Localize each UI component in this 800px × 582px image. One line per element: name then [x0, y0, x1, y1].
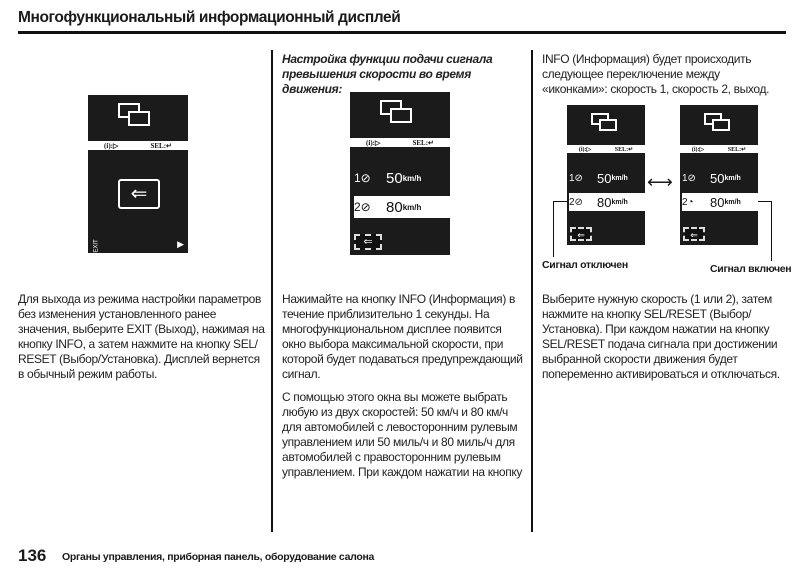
page-title: Многофункциональный информационный диспл… [18, 9, 401, 26]
screen-icon [712, 119, 730, 131]
info-hint: (i):▷ [366, 138, 381, 147]
caption-signal-off: Сигнал отключен [542, 259, 628, 271]
sel-hint: SEL:↵ [412, 138, 434, 147]
page-number: 136 [18, 546, 47, 565]
exit-icon: ⇐ [118, 179, 160, 209]
column-divider [271, 50, 273, 532]
speedometer-icon: 2◔ [682, 196, 694, 208]
leader-line [771, 201, 772, 261]
col3-text: Выберите нужную скорость (1 или 2), зате… [542, 292, 780, 381]
exit-icon: ⇐ [570, 227, 592, 241]
screen-icon [390, 108, 412, 123]
next-arrow-icon: ▶ [177, 239, 184, 249]
speed-warning-icon: 2⊘ [354, 200, 371, 214]
exit-icon: ⇐ [683, 227, 705, 241]
column-divider [531, 50, 533, 532]
leader-line [553, 201, 554, 257]
screen-icon [599, 119, 617, 131]
col2-paragraph: С помощью этого окна вы можете выбрать л… [282, 390, 523, 479]
info-hint: (i):▷ [104, 141, 119, 150]
toggle-arrow-icon: ⟷ [647, 172, 673, 192]
exit-icon: ⇐ [354, 234, 382, 250]
leader-line [553, 201, 567, 202]
col3-intro: INFO (Информация) будет происходить след… [542, 52, 770, 96]
sel-hint: SEL:↵ [150, 141, 172, 150]
col2-text: Нажимайте на кнопку INFO (Информация) в … [282, 292, 527, 488]
exit-display-illustration: (i):▷ SEL:↵ ⇐ EXIT ▶ [88, 95, 188, 253]
section-title: Органы управления, приборная панель, обо… [62, 551, 375, 563]
col2-paragraph: Нажимайте на кнопку INFO (Информация) в … [282, 292, 523, 381]
caption-signal-on: Сигнал включен [710, 263, 792, 275]
title-rule [18, 31, 786, 34]
exit-side-label: EXIT [93, 239, 100, 253]
sel-hint: SEL:↵ [614, 146, 634, 153]
col2-heading: Настройка функции подачи сигнала превыше… [282, 52, 493, 96]
leader-line [758, 201, 772, 202]
speed-warning-icon: 1⊘ [354, 171, 371, 185]
sel-hint: SEL:↵ [727, 146, 747, 153]
screen-icon [128, 111, 150, 126]
info-hint: (i):▷ [691, 146, 705, 153]
info-hint: (i):▷ [578, 146, 592, 153]
col1-text: Для выхода из режима настройки параметро… [18, 292, 265, 381]
